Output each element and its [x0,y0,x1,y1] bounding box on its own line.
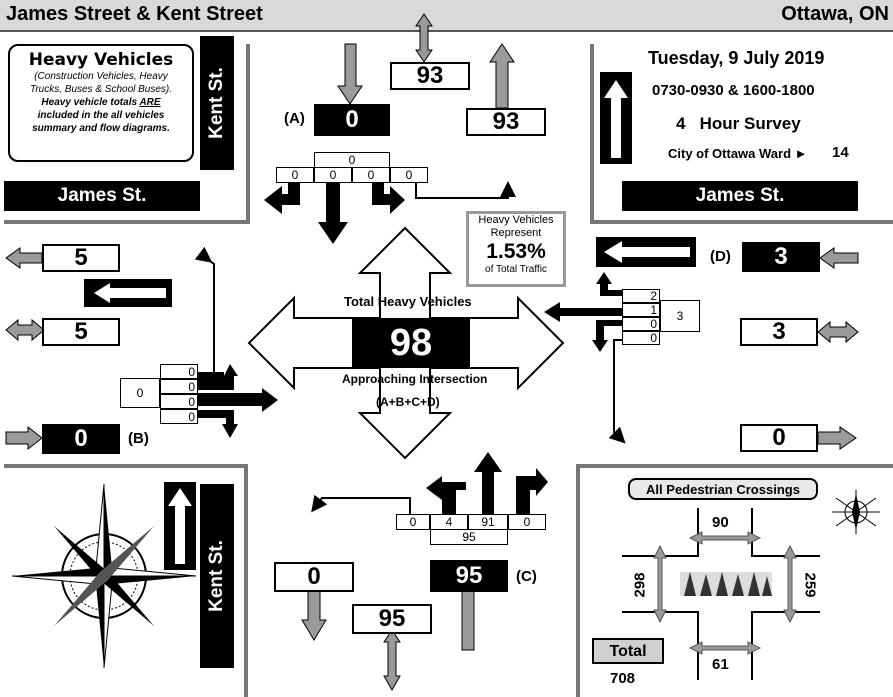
east-row-3: 0 [622,317,660,331]
survey-duration: 4 Hour Survey [676,114,801,134]
west-right-count: 0 [160,409,198,424]
west-uturn-count: 0 [160,364,198,379]
represent-line3: of Total Traffic [469,264,563,276]
north-two-way-total: 93 [390,62,470,90]
south-thru-count: 91 [468,514,508,530]
ped-west-text: 298 [632,572,649,597]
ped-total-label: Total [592,638,664,664]
note-title: Heavy Vehicles [10,50,192,70]
east-approach-label: (D) [710,248,731,265]
center-subtitle: Approaching Intersection [342,372,487,386]
east-row-2: 1 [622,303,660,317]
note-line4: included in the all vehicles [10,109,192,122]
north-approach-total: 0 [314,104,390,136]
note-line3-text: Heavy vehicle totals [41,97,137,108]
survey-date: Tuesday, 9 July 2019 [648,48,824,69]
east-departing-total: 0 [740,424,818,452]
ward-label: City of Ottawa Ward ► [668,146,808,161]
east-two-way-total: 3 [740,318,818,346]
south-departing-total: 0 [274,562,354,592]
west-thru-count: 0 [160,394,198,409]
represent-line2: Represent [469,227,563,240]
north-departing-total: 93 [466,108,546,136]
north-right-count: 0 [276,167,314,183]
north-thru-count: 0 [314,167,352,183]
west-movement-total: 0 [120,378,160,408]
east-gray-arrows [818,248,858,449]
south-two-way-total: 95 [352,604,432,634]
represent-line1: Heavy Vehicles [469,214,563,227]
james-street-label-west: James St. [4,181,200,211]
ped-crossings-title: All Pedestrian Crossings [628,478,818,500]
center-total: 98 [352,318,470,368]
ped-east-count: 259 [800,570,820,600]
north-movement-total: 0 [314,152,390,168]
kent-street-text: Kent St. [206,67,228,139]
note-line3-emphasis: ARE [139,97,160,108]
west-gray-arrows [6,248,44,449]
kent-street-text: Kent St. [206,540,228,612]
small-compass-icon [832,490,880,534]
represent-percent: 1.53% [469,240,563,264]
east-row-1: 2 [622,289,660,303]
west-left-count: 0 [160,379,198,394]
ped-north-count: 90 [712,514,729,531]
kent-street-label-south: Kent St. [200,484,234,668]
north-uturn-count: 0 [390,167,428,183]
ped-total-value: 708 [610,670,635,687]
north-gray-arrows [338,14,514,108]
south-movement-total: 95 [430,529,508,545]
west-approach-label: (B) [128,430,149,447]
west-two-way-total: 5 [42,318,120,346]
note-line3: Heavy vehicle totals ARE [10,96,192,109]
ped-south-count: 61 [712,656,729,673]
ped-west-count: 298 [630,570,650,600]
pedestrians-icon [680,572,772,596]
east-row-4: 0 [622,331,660,345]
north-left-count: 0 [352,167,390,183]
south-approach-total: 95 [430,560,508,592]
heavy-vehicle-note: Heavy Vehicles (Construction Vehicles, H… [8,44,194,162]
east-approach-total: 3 [742,242,820,272]
heavy-percentage-box: Heavy Vehicles Represent 1.53% of Total … [466,211,566,287]
ped-east-text: 259 [802,572,819,597]
kent-street-label-north: Kent St. [200,36,234,170]
ward-number: 14 [832,144,849,161]
center-formula: (A+B+C+D) [376,395,440,409]
james-street-label-east: James St. [622,181,858,211]
west-departing-total: 5 [42,244,120,272]
south-uturn-count: 0 [396,514,430,530]
south-approach-label: (C) [516,568,537,585]
east-movement-total: 3 [660,300,700,332]
south-movement-arrows [426,452,548,514]
survey-times: 0730-0930 & 1600-1800 [652,82,815,99]
note-line1: (Construction Vehicles, Heavy [10,70,192,83]
north-movement-arrows [264,182,405,244]
note-line2: Trucks, Buses & School Buses). [10,83,192,96]
north-approach-label: (A) [284,110,305,127]
west-approach-total: 0 [42,424,120,454]
west-movement-arrows [196,364,278,438]
south-left-count: 4 [430,514,468,530]
south-right-count: 0 [508,514,546,530]
center-title: Total Heavy Vehicles [344,294,472,309]
note-line5: summary and flow diagrams. [10,122,192,135]
